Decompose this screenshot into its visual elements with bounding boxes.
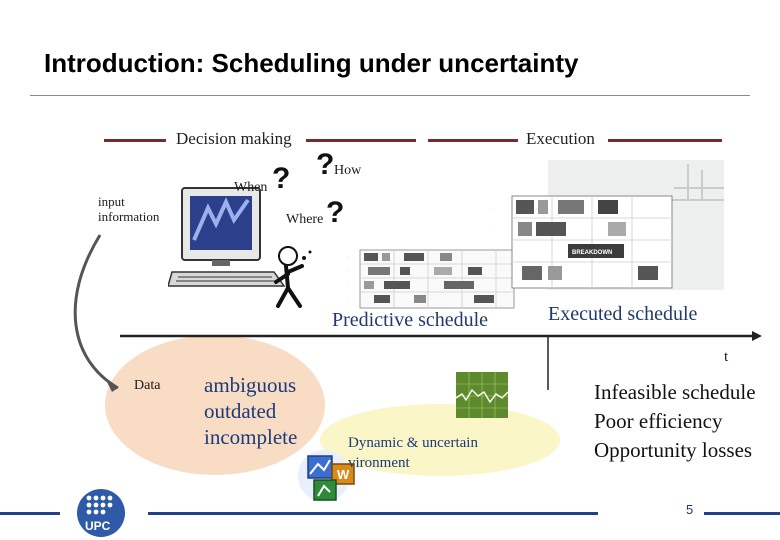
bottom-rule-left — [0, 512, 60, 515]
upc-logo: UPC — [76, 488, 126, 538]
svg-text:·: · — [494, 250, 495, 255]
executed-schedule-image: BREAKDOWN · · · · — [488, 160, 724, 290]
consequence-infeasible: Infeasible schedule — [594, 378, 756, 407]
time-axis-label: t — [724, 349, 728, 366]
quality-incomplete: incomplete — [204, 424, 297, 450]
svg-text:·: · — [494, 272, 495, 277]
breakdown-label: BREAKDOWN — [572, 250, 612, 256]
svg-text:·: · — [348, 296, 349, 301]
svg-text:·: · — [348, 282, 349, 287]
execution-header: Execution — [526, 129, 595, 149]
how-question-mark: ? — [316, 148, 334, 182]
consequence-losses: Opportunity losses — [594, 436, 756, 465]
predictive-schedule-label: Predictive schedule — [332, 309, 488, 332]
svg-text:·: · — [494, 206, 495, 211]
executed-schedule-label: Executed schedule — [548, 303, 697, 326]
time-axis-arrowhead — [752, 331, 762, 341]
data-label: Data — [134, 378, 160, 394]
input-information-label: input information — [98, 194, 159, 224]
decision-rule-right — [306, 139, 416, 142]
how-label: How — [334, 163, 361, 179]
svg-text:·: · — [494, 228, 495, 233]
when-question-mark: ? — [272, 162, 290, 196]
consequences-list: Infeasible schedule Poor efficiency Oppo… — [594, 378, 756, 465]
thinking-person-icon — [268, 244, 318, 310]
decision-making-header: Decision making — [176, 129, 292, 149]
page-number: 5 — [686, 502, 693, 517]
bottom-rule-mid — [148, 512, 598, 515]
execution-rule-left — [428, 139, 518, 142]
input-arrow — [75, 235, 118, 388]
svg-text:·: · — [348, 268, 349, 273]
fluctuating-chart-icon — [456, 372, 508, 418]
quality-outdated: outdated — [204, 398, 297, 424]
execution-rule-right — [608, 139, 722, 142]
bottom-rule-right — [704, 512, 780, 515]
decision-rule-left — [104, 139, 166, 142]
when-label: When — [234, 180, 267, 196]
upc-logo-text: UPC — [85, 519, 111, 533]
data-qualities: ambiguous outdated incomplete — [204, 372, 297, 450]
environment-label: Dynamic & uncertain vironment — [348, 433, 478, 473]
consequence-efficiency: Poor efficiency — [594, 407, 756, 436]
where-question-mark: ? — [326, 196, 344, 230]
svg-text:·: · — [348, 254, 349, 259]
where-label: Where — [286, 212, 323, 228]
quality-ambiguous: ambiguous — [204, 372, 297, 398]
